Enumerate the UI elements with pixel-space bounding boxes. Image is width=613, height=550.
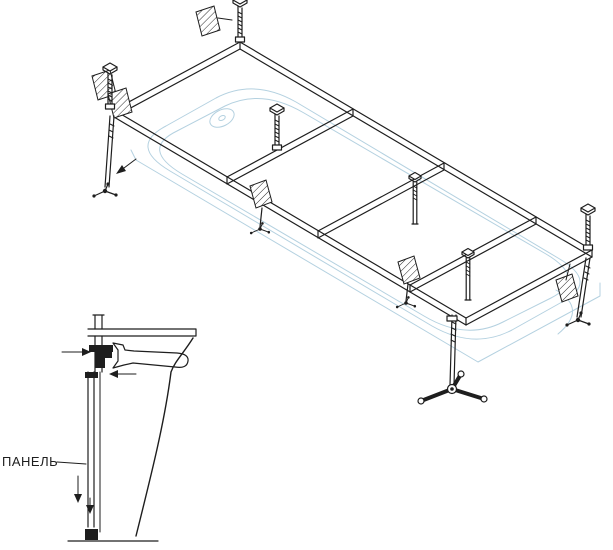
- floor-line: [67, 529, 159, 542]
- tub-apron-curve: [135, 337, 194, 537]
- cross-member: [226, 108, 354, 185]
- wall-bracket-icon: [195, 5, 233, 37]
- rim-clamp-icon: [395, 255, 421, 309]
- threaded-stud: [580, 203, 596, 251]
- tighten-arrow: [109, 370, 137, 378]
- tighten-arrow: [61, 348, 91, 356]
- rim-clamp-icon: [555, 263, 579, 303]
- slide-down-arrow: [74, 475, 94, 514]
- leg: [91, 115, 119, 199]
- panel-detail-inset: [56, 314, 197, 542]
- threaded-stud: [232, 0, 248, 43]
- threaded-stud: [269, 103, 285, 151]
- wall-bracket-icon: [91, 69, 133, 119]
- rim-clamp-icon: [249, 179, 273, 235]
- panel-label: ПАНЕЛЬ: [2, 454, 59, 469]
- frame-post: [89, 335, 113, 373]
- leg: [564, 257, 592, 328]
- wrench-icon: [112, 342, 189, 369]
- legs-and-feet: [91, 115, 592, 405]
- tub-rim-section: [87, 314, 197, 337]
- threaded-stud: [461, 247, 475, 301]
- threaded-stud: [408, 171, 422, 225]
- support-frame: [113, 41, 593, 326]
- adjustment-studs: [102, 0, 596, 301]
- mounting-brackets: [91, 5, 579, 309]
- clamp-bracket: [89, 345, 113, 368]
- bathtub-outline: [130, 88, 601, 363]
- cross-member: [317, 162, 445, 239]
- label-leader-line: [56, 461, 87, 465]
- bolt: [103, 352, 112, 358]
- leg-star-base: [417, 314, 488, 405]
- direction-arrow: [116, 158, 137, 174]
- panel-section: [85, 371, 101, 533]
